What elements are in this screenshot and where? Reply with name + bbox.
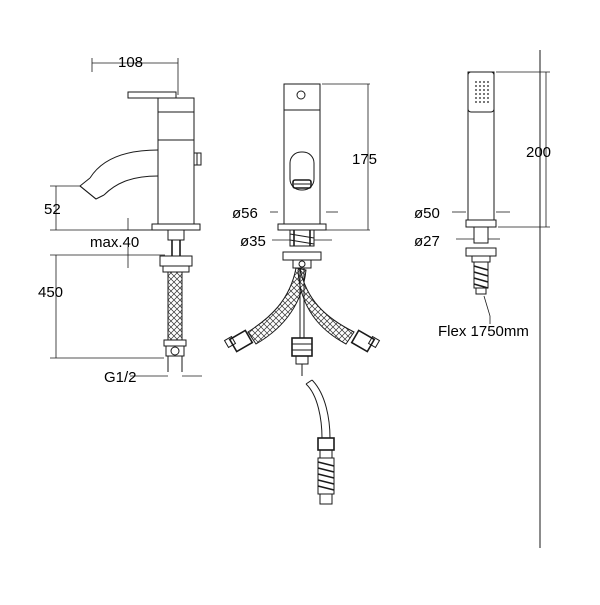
dim-label-o27: ø27 xyxy=(414,233,440,250)
dim-label-max40: max.40 xyxy=(90,234,139,251)
dim-label-o50: ø50 xyxy=(414,205,440,222)
hand-shower-view: 200 ø50 ø27 Flex 1750mm xyxy=(414,50,551,548)
flex-label: Flex 1750mm xyxy=(438,323,529,340)
dim-label-175: 175 xyxy=(352,151,377,168)
front-view-faucet: 175 ø56 ø35 xyxy=(223,83,381,505)
dim-label-52: 52 xyxy=(44,201,61,218)
dim-label-o35: ø35 xyxy=(240,233,266,250)
dim-label-450: 450 xyxy=(38,284,63,301)
dim-label-108: 108 xyxy=(118,54,143,71)
dim-label-o56: ø56 xyxy=(232,205,258,222)
nozzle-dots xyxy=(475,81,489,103)
dim-label-200: 200 xyxy=(526,144,551,161)
side-view-faucet: 108 52 max.40 xyxy=(38,54,202,386)
dim-label-g12: G1/2 xyxy=(104,369,137,386)
